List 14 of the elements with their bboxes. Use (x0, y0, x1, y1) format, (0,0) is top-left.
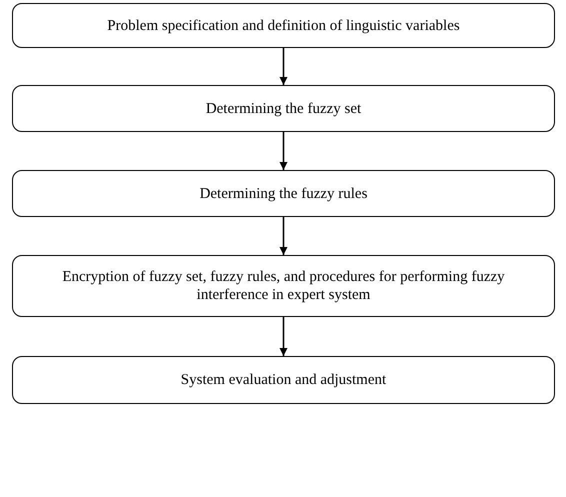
step-text: Determining the fuzzy rules (198, 184, 368, 202)
step-text: Problem specification and definition of linguistic variables (106, 16, 461, 34)
step-text: Encryption of fuzzy set, fuzzy rules, and procedures for performing fuzzy interference in expert system (61, 268, 506, 304)
process-box (12, 170, 555, 217)
arrow (280, 317, 288, 356)
process-box (12, 356, 555, 404)
process-box (12, 255, 555, 317)
arrow (280, 48, 288, 85)
process-box (12, 3, 555, 48)
arrow (280, 132, 288, 170)
arrow (280, 217, 288, 255)
process-box (12, 85, 555, 132)
step-text: Determining the fuzzy set (204, 100, 362, 118)
step-text: System evaluation and adjustment (180, 371, 388, 389)
